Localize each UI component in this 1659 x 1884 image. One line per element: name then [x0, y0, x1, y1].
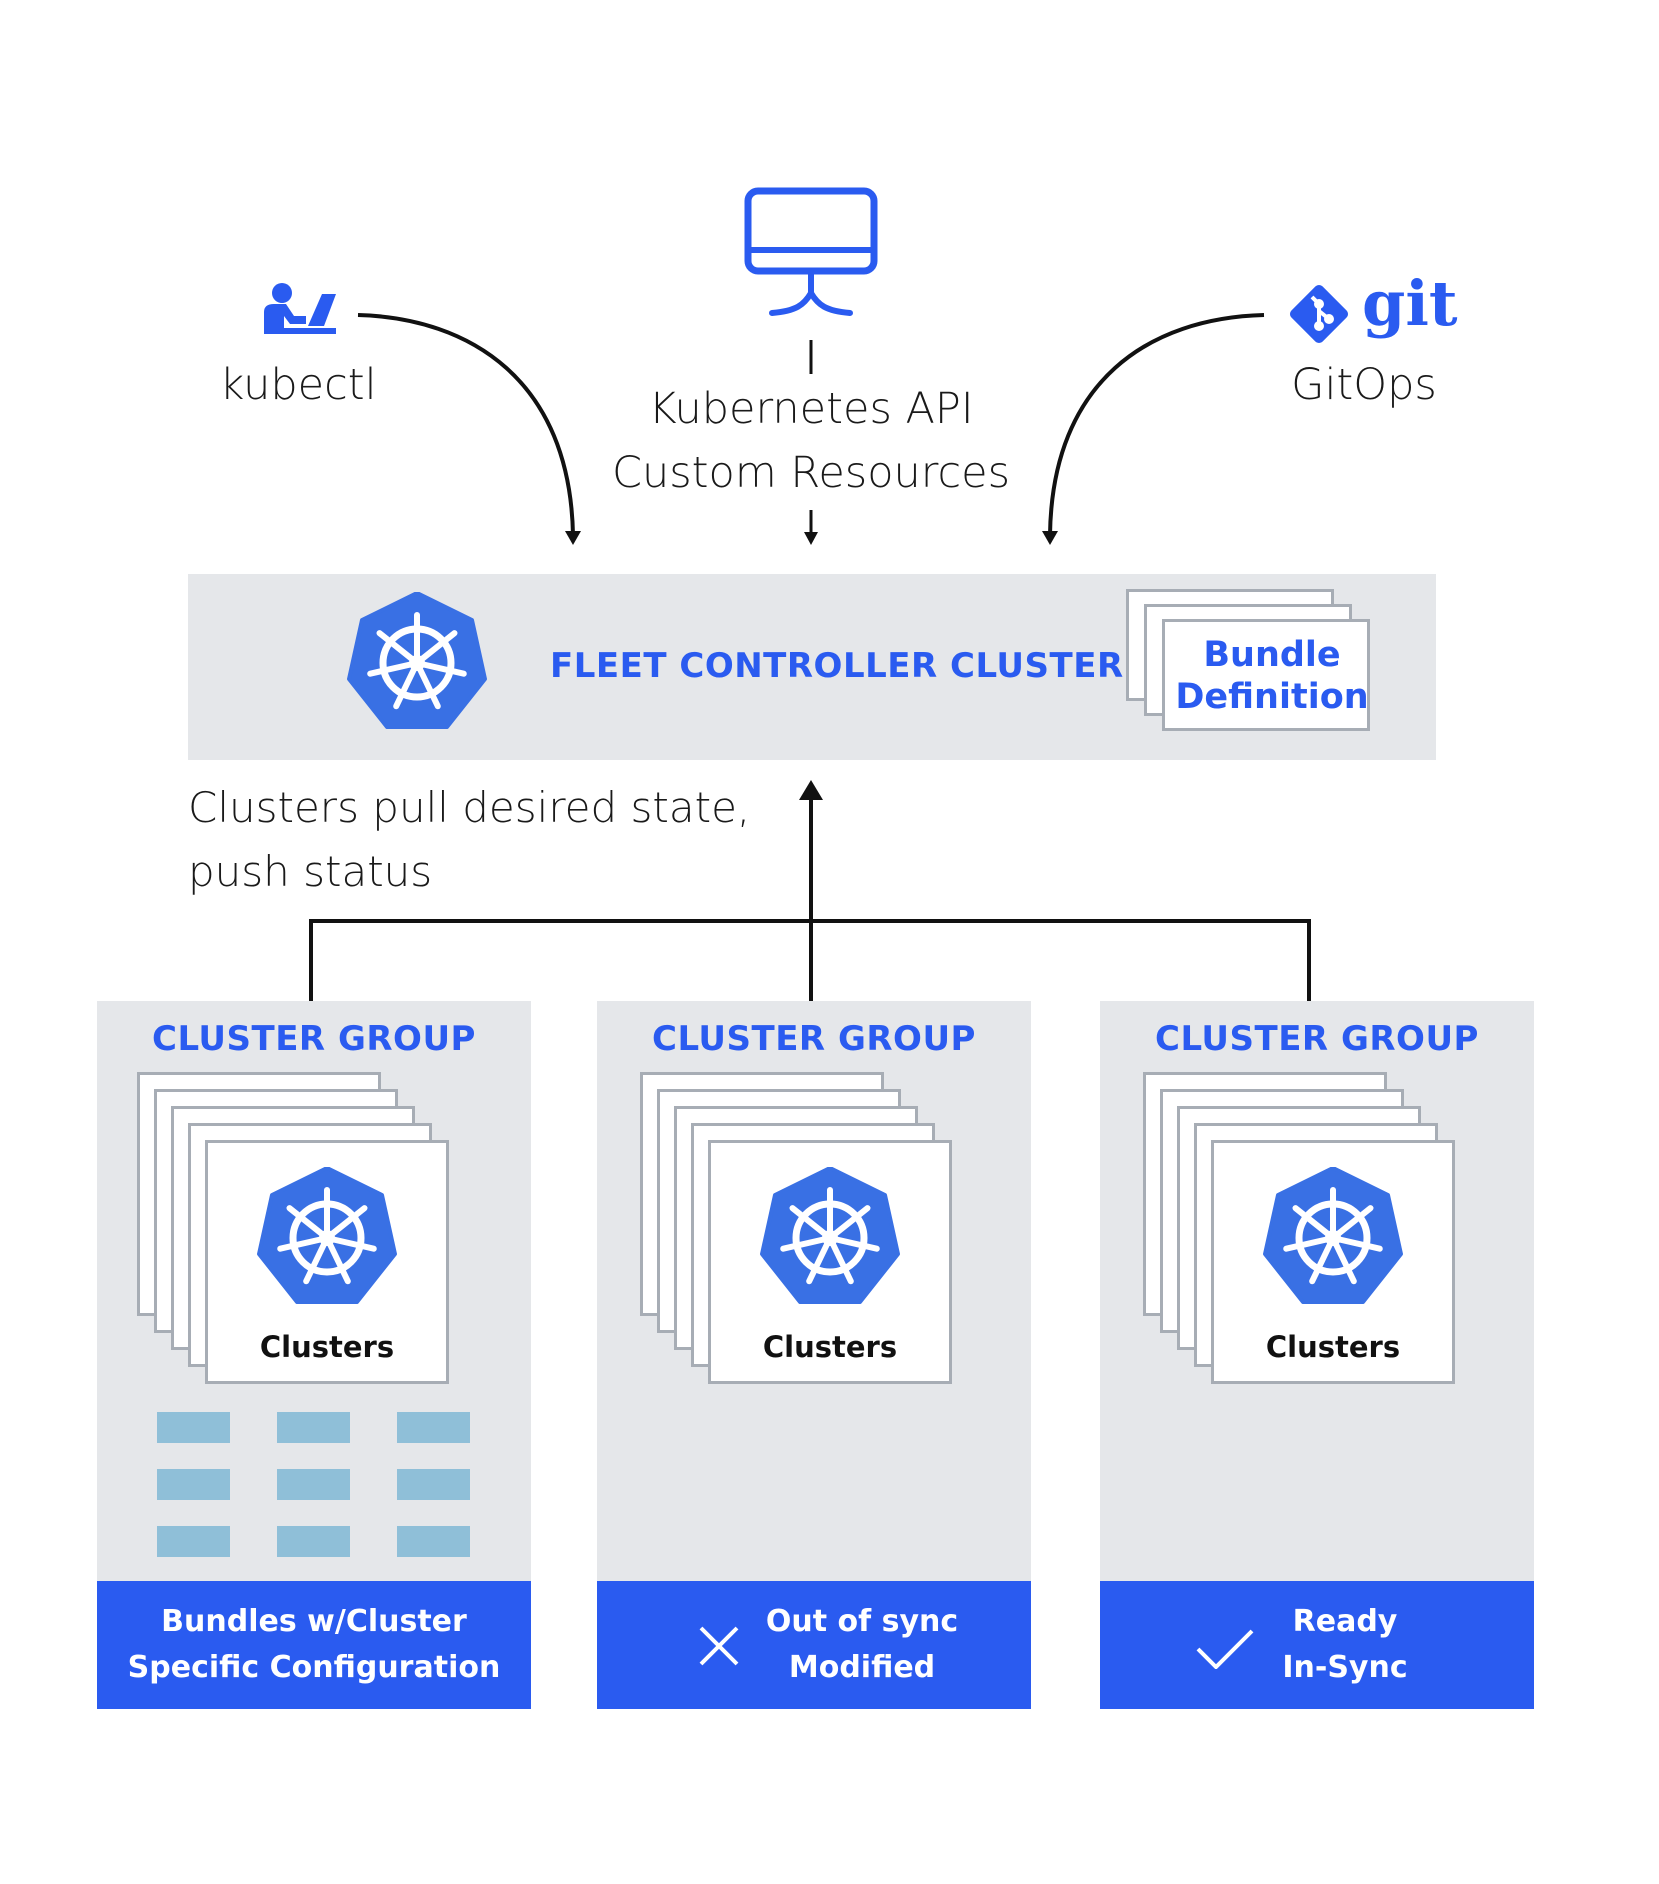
- status-line1: Ready: [1292, 1604, 1398, 1639]
- kubectl-arrowhead: [565, 531, 581, 545]
- status-bar-bundles: Bundles w/Cluster Specific Configuration: [97, 1581, 531, 1709]
- git-logo-icon: [1289, 284, 1349, 344]
- bundle-config-cell: [397, 1526, 470, 1557]
- status-bar-out-of-sync: Out of sync Modified: [597, 1581, 1031, 1709]
- bundle-config-cell: [397, 1469, 470, 1500]
- bundle-definition-label: Bundle Definition: [1172, 634, 1372, 718]
- status-line1: Bundles w/Cluster: [161, 1604, 467, 1639]
- kubernetes-helm-icon: [257, 1167, 397, 1304]
- clusters-label: Clusters: [1265, 1330, 1401, 1364]
- gitops-label: GitOps: [1291, 360, 1437, 410]
- status-bar-ready: Ready In-Sync: [1100, 1581, 1534, 1709]
- api-label-line2: Custom Resources: [611, 448, 1010, 498]
- bundle-config-cell: [397, 1412, 470, 1443]
- status-line2: Modified: [788, 1650, 936, 1685]
- kubernetes-helm-icon: [347, 592, 487, 729]
- bundle-doc-front: [1162, 619, 1370, 731]
- clusters-label: Clusters: [259, 1330, 395, 1364]
- check-icon: [1196, 1629, 1254, 1669]
- monitor-icon: [744, 187, 878, 316]
- x-icon: [699, 1626, 739, 1666]
- kubernetes-helm-icon: [760, 1167, 900, 1304]
- bundle-config-cell: [277, 1469, 350, 1500]
- status-text: Out of sync Modified: [747, 1599, 977, 1691]
- fleet-controller-title: FLEET CONTROLLER CLUSTER: [550, 646, 1124, 686]
- cluster-group-title: CLUSTER GROUP: [652, 1019, 976, 1059]
- git-logo-text: git: [1362, 267, 1458, 340]
- note-line1: Clusters pull desired state,: [188, 783, 751, 832]
- kubectl-user-laptop-icon: [264, 283, 336, 334]
- bundle-definition-line1: Bundle: [1203, 635, 1341, 675]
- status-line2: In-Sync: [1282, 1650, 1408, 1685]
- cluster-group-title: CLUSTER GROUP: [1155, 1019, 1479, 1059]
- bundle-config-cell: [157, 1412, 230, 1443]
- status-line1: Out of sync: [765, 1604, 959, 1639]
- kubernetes-helm-icon: [1263, 1167, 1403, 1304]
- bundle-config-cell: [277, 1526, 350, 1557]
- kubectl-arrow: [357, 313, 575, 536]
- kubectl-label: kubectl: [219, 360, 377, 410]
- status-text: Ready In-Sync: [1250, 1599, 1440, 1691]
- bundle-config-cell: [157, 1526, 230, 1557]
- pull-push-note: Clusters pull desired state, push status: [188, 776, 750, 904]
- controller-up-arrowhead: [799, 780, 823, 800]
- bundle-config-cell: [277, 1412, 350, 1443]
- cluster-card-front: [1211, 1140, 1455, 1384]
- api-label-line1: Kubernetes API: [648, 384, 974, 434]
- note-line2: push status: [188, 847, 433, 896]
- gitops-arrow: [1048, 313, 1265, 536]
- status-text: Bundles w/Cluster Specific Configuration: [97, 1599, 531, 1691]
- clusters-label: Clusters: [762, 1330, 898, 1364]
- status-line2: Specific Configuration: [127, 1650, 501, 1685]
- cluster-group-title: CLUSTER GROUP: [152, 1019, 476, 1059]
- api-arrowhead: [804, 532, 818, 545]
- bundle-definition-line2: Definition: [1175, 677, 1369, 717]
- gitops-arrowhead: [1042, 531, 1058, 545]
- bundle-config-cell: [157, 1469, 230, 1500]
